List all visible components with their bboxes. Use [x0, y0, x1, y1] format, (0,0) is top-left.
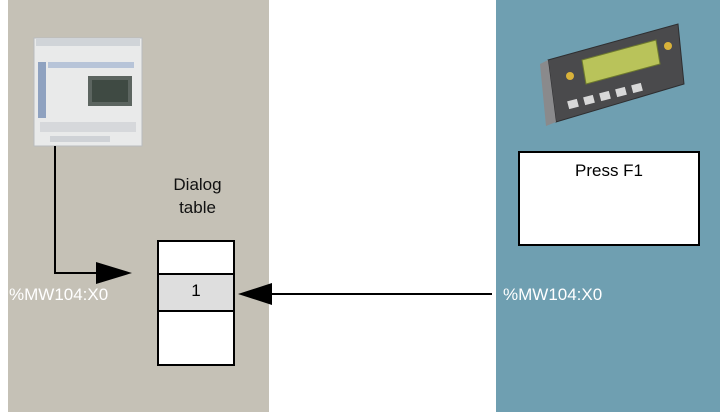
dialog-table-title: Dialog table — [150, 173, 245, 219]
hmi-display-terminal-icon — [540, 23, 685, 126]
plc-variable-label: %MW104:X0 — [9, 285, 109, 304]
dialog-table-title-line1: Dialog — [173, 175, 222, 194]
plc-controller-icon — [33, 37, 143, 147]
dialog-table: 1 — [157, 240, 235, 366]
plc-to-table-connector — [54, 146, 98, 274]
plc-to-table-arrowhead — [96, 262, 132, 284]
dialog-table-value-cell: 1 — [159, 275, 233, 312]
hmi-variable-label: %MW104:X0 — [503, 285, 603, 304]
dialog-table-row-empty — [159, 242, 233, 275]
dialog-table-title-line2: table — [179, 198, 216, 217]
hmi-screen-message: Press F1 — [574, 161, 644, 180]
hmi-screen-box: Press F1 — [518, 151, 700, 246]
hmi-to-table-arrowhead — [238, 283, 272, 305]
